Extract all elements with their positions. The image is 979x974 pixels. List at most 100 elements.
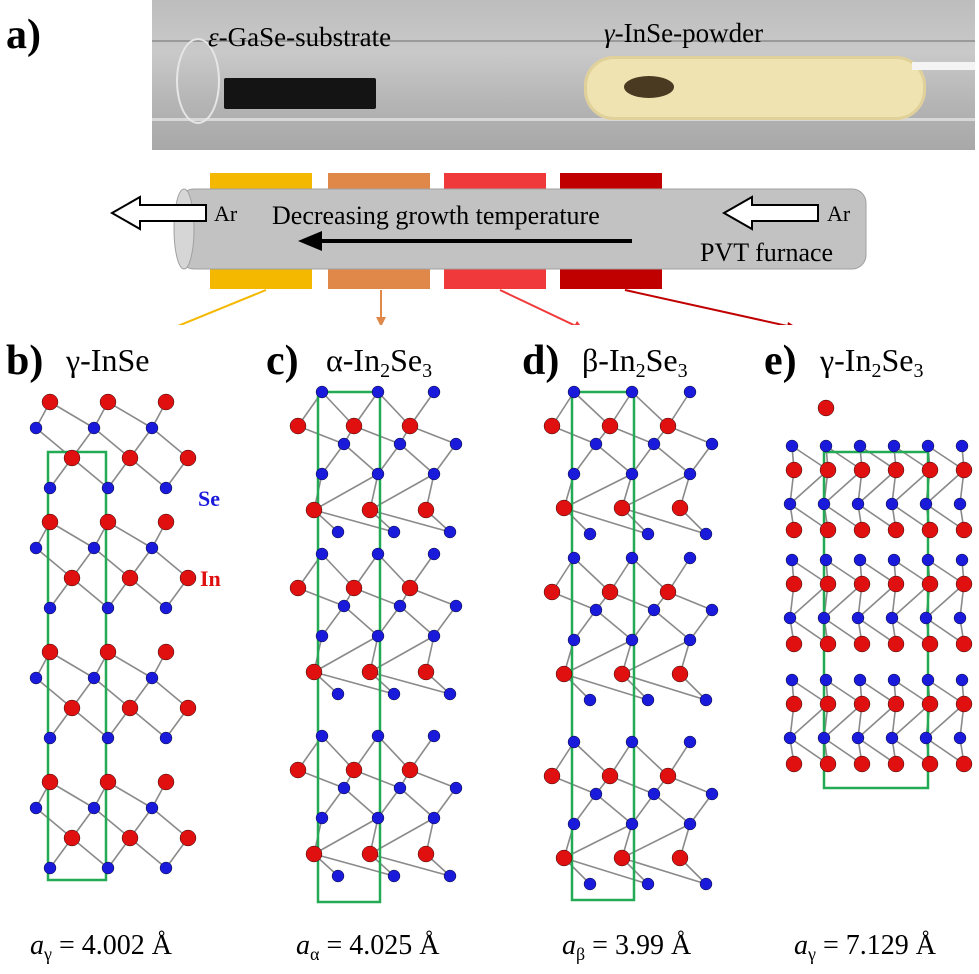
se-atom xyxy=(683,551,697,565)
se-atom xyxy=(427,729,441,743)
legend-se: Se xyxy=(198,486,220,511)
phase-title-e-sub2: 3 xyxy=(913,360,924,382)
tube-edge-bottom xyxy=(152,118,975,121)
in-atom xyxy=(401,579,419,597)
se-atom xyxy=(817,731,831,745)
se-atom xyxy=(393,599,407,613)
se-atom xyxy=(443,687,457,701)
bond xyxy=(343,443,379,475)
substrate-label-epsilon: ε xyxy=(208,22,219,52)
in-atom xyxy=(417,845,435,863)
unit-cell xyxy=(570,390,636,902)
lattice-b-symbol: a xyxy=(30,930,44,961)
se-atom xyxy=(919,497,933,511)
se-atom xyxy=(921,553,935,567)
phase-title-d-sub1: 2 xyxy=(635,360,646,382)
in-atom xyxy=(601,583,619,601)
se-atom xyxy=(955,673,969,687)
bond xyxy=(573,741,611,777)
se-atom xyxy=(851,497,865,511)
unit-cell xyxy=(822,450,930,790)
in-atom xyxy=(179,699,197,717)
bond xyxy=(595,793,633,825)
se-atom xyxy=(337,599,351,613)
in-atom xyxy=(785,575,803,593)
in-atom xyxy=(955,521,973,539)
in-atom xyxy=(817,399,835,417)
se-atom xyxy=(699,693,713,707)
bond xyxy=(653,609,691,641)
se-atom xyxy=(953,497,967,511)
in-atom xyxy=(289,761,307,779)
se-atom xyxy=(919,731,933,745)
se-atom xyxy=(393,781,407,795)
bond xyxy=(595,609,633,641)
in-atom xyxy=(921,575,939,593)
se-atom xyxy=(625,817,639,831)
bond xyxy=(689,443,713,475)
bond xyxy=(573,793,597,825)
crystal-structure-c xyxy=(289,385,463,904)
in-atom xyxy=(659,767,677,785)
se-atom xyxy=(589,787,603,801)
se-atom xyxy=(159,861,173,875)
crystal-structure-d xyxy=(543,385,719,902)
se-atom xyxy=(337,781,351,795)
in-atom xyxy=(613,499,631,517)
phase-title-e: γ-In2Se3 xyxy=(820,344,923,381)
pointer-head-c xyxy=(376,317,386,325)
bond xyxy=(49,651,95,679)
in-atom xyxy=(99,513,117,531)
se-atom xyxy=(921,439,935,453)
in-atom xyxy=(555,665,573,683)
in-atom xyxy=(659,583,677,601)
in-atom xyxy=(601,767,619,785)
in-atom xyxy=(157,643,175,661)
se-atom xyxy=(819,553,833,567)
bond xyxy=(313,817,379,855)
bond xyxy=(573,443,597,475)
se-atom xyxy=(145,541,159,555)
in-atom xyxy=(887,635,905,653)
phase-title-c-sub2: 3 xyxy=(422,360,433,382)
lattice-e-sub: γ xyxy=(808,944,816,964)
tube-opening xyxy=(176,38,220,124)
bond xyxy=(631,793,655,825)
in-atom xyxy=(345,761,363,779)
se-atom xyxy=(953,731,967,745)
phase-title-e-prefix: γ-In xyxy=(820,342,872,378)
in-atom xyxy=(361,663,379,681)
bond xyxy=(377,787,401,819)
se-atom xyxy=(101,481,115,495)
in-atom xyxy=(785,521,803,539)
se-atom xyxy=(955,439,969,453)
se-atom xyxy=(647,437,661,451)
in-atom xyxy=(819,755,837,773)
phase-title-e-mid: Se xyxy=(881,342,914,378)
se-atom xyxy=(331,687,345,701)
se-atom xyxy=(393,437,407,451)
in-atom xyxy=(121,569,139,587)
se-atom xyxy=(887,673,901,687)
lattice-c: aα = 4.025 Å xyxy=(296,932,439,964)
se-atom xyxy=(43,481,57,495)
ar-outlet-label: Ar xyxy=(214,201,238,226)
bond xyxy=(343,787,379,819)
lattice-d-value: = 3.99 Å xyxy=(585,930,692,961)
in-atom xyxy=(887,461,905,479)
in-atom xyxy=(179,569,197,587)
bond xyxy=(297,425,345,445)
se-atom xyxy=(387,869,401,883)
se-atom xyxy=(919,611,933,625)
se-atom xyxy=(159,601,173,615)
se-atom xyxy=(29,421,43,435)
se-atom xyxy=(953,611,967,625)
se-atom xyxy=(785,673,799,687)
se-atom xyxy=(315,629,329,643)
se-atom xyxy=(819,673,833,687)
bond xyxy=(789,583,829,619)
bond xyxy=(321,443,345,475)
se-atom xyxy=(567,467,581,481)
se-atom xyxy=(683,385,697,399)
in-atom xyxy=(785,755,803,773)
